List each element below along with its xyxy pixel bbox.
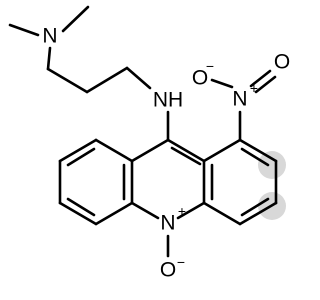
bond-c4-c4a	[202, 201, 242, 226]
bond-c3-c4	[238, 201, 278, 226]
bond-c6-c5	[58, 201, 98, 226]
molecule-drawing: N NH N + O − O N + O −	[8, 5, 291, 282]
nitro-n-label: N	[232, 88, 247, 111]
bond-chain-1	[46, 67, 89, 94]
bond-nitro-n-o	[210, 78, 234, 89]
nitro-o-label: O	[192, 67, 208, 90]
bond-c5-c10a	[94, 201, 134, 226]
bond-n-c1	[46, 46, 52, 71]
n-oxide-o-label: O	[160, 259, 176, 282]
bond-nitro-n-o2b	[254, 75, 277, 94]
nh-label: NH	[153, 89, 183, 112]
nitro-o2-label: O	[274, 51, 290, 74]
n-oxide-o-charge: −	[177, 254, 185, 270]
bond-me2-n	[61, 5, 90, 33]
atom-labels: N NH N + O − O N + O −	[42, 25, 290, 282]
bond-me1-n	[8, 23, 40, 37]
bond-c1-c2	[238, 138, 278, 163]
bond-c9-c9a	[166, 138, 206, 163]
bond-c8a-c8	[94, 138, 134, 163]
nitro-n-charge: +	[250, 80, 258, 96]
bond-chain-3	[125, 66, 152, 90]
bonds	[8, 5, 278, 258]
amine-n-label: N	[42, 25, 57, 48]
bond-nitro-n-o2a	[249, 69, 272, 88]
structure-canvas: N NH N + O − O N + O −	[8, 5, 290, 282]
bond-c8-c7	[58, 138, 98, 163]
bond-n10-c10a	[130, 201, 160, 220]
highlight-c2	[258, 151, 286, 179]
nitro-o-charge: −	[206, 58, 214, 74]
ring-n-label: N	[160, 212, 175, 235]
ring-n-charge: +	[178, 203, 186, 219]
bond-c8-c7-inner	[66, 147, 96, 167]
bond-c3-c4-inner	[240, 197, 270, 217]
bond-c8a-c9	[130, 138, 170, 163]
bond-c1-c2-inner	[240, 147, 270, 167]
bond-c9-c9a-inner	[170, 146, 202, 166]
bond-c4a-n10	[176, 201, 206, 220]
bond-chain-2	[85, 66, 129, 94]
bond-c6-c5-inner	[66, 197, 96, 217]
bond-c9a-c1	[202, 138, 242, 163]
